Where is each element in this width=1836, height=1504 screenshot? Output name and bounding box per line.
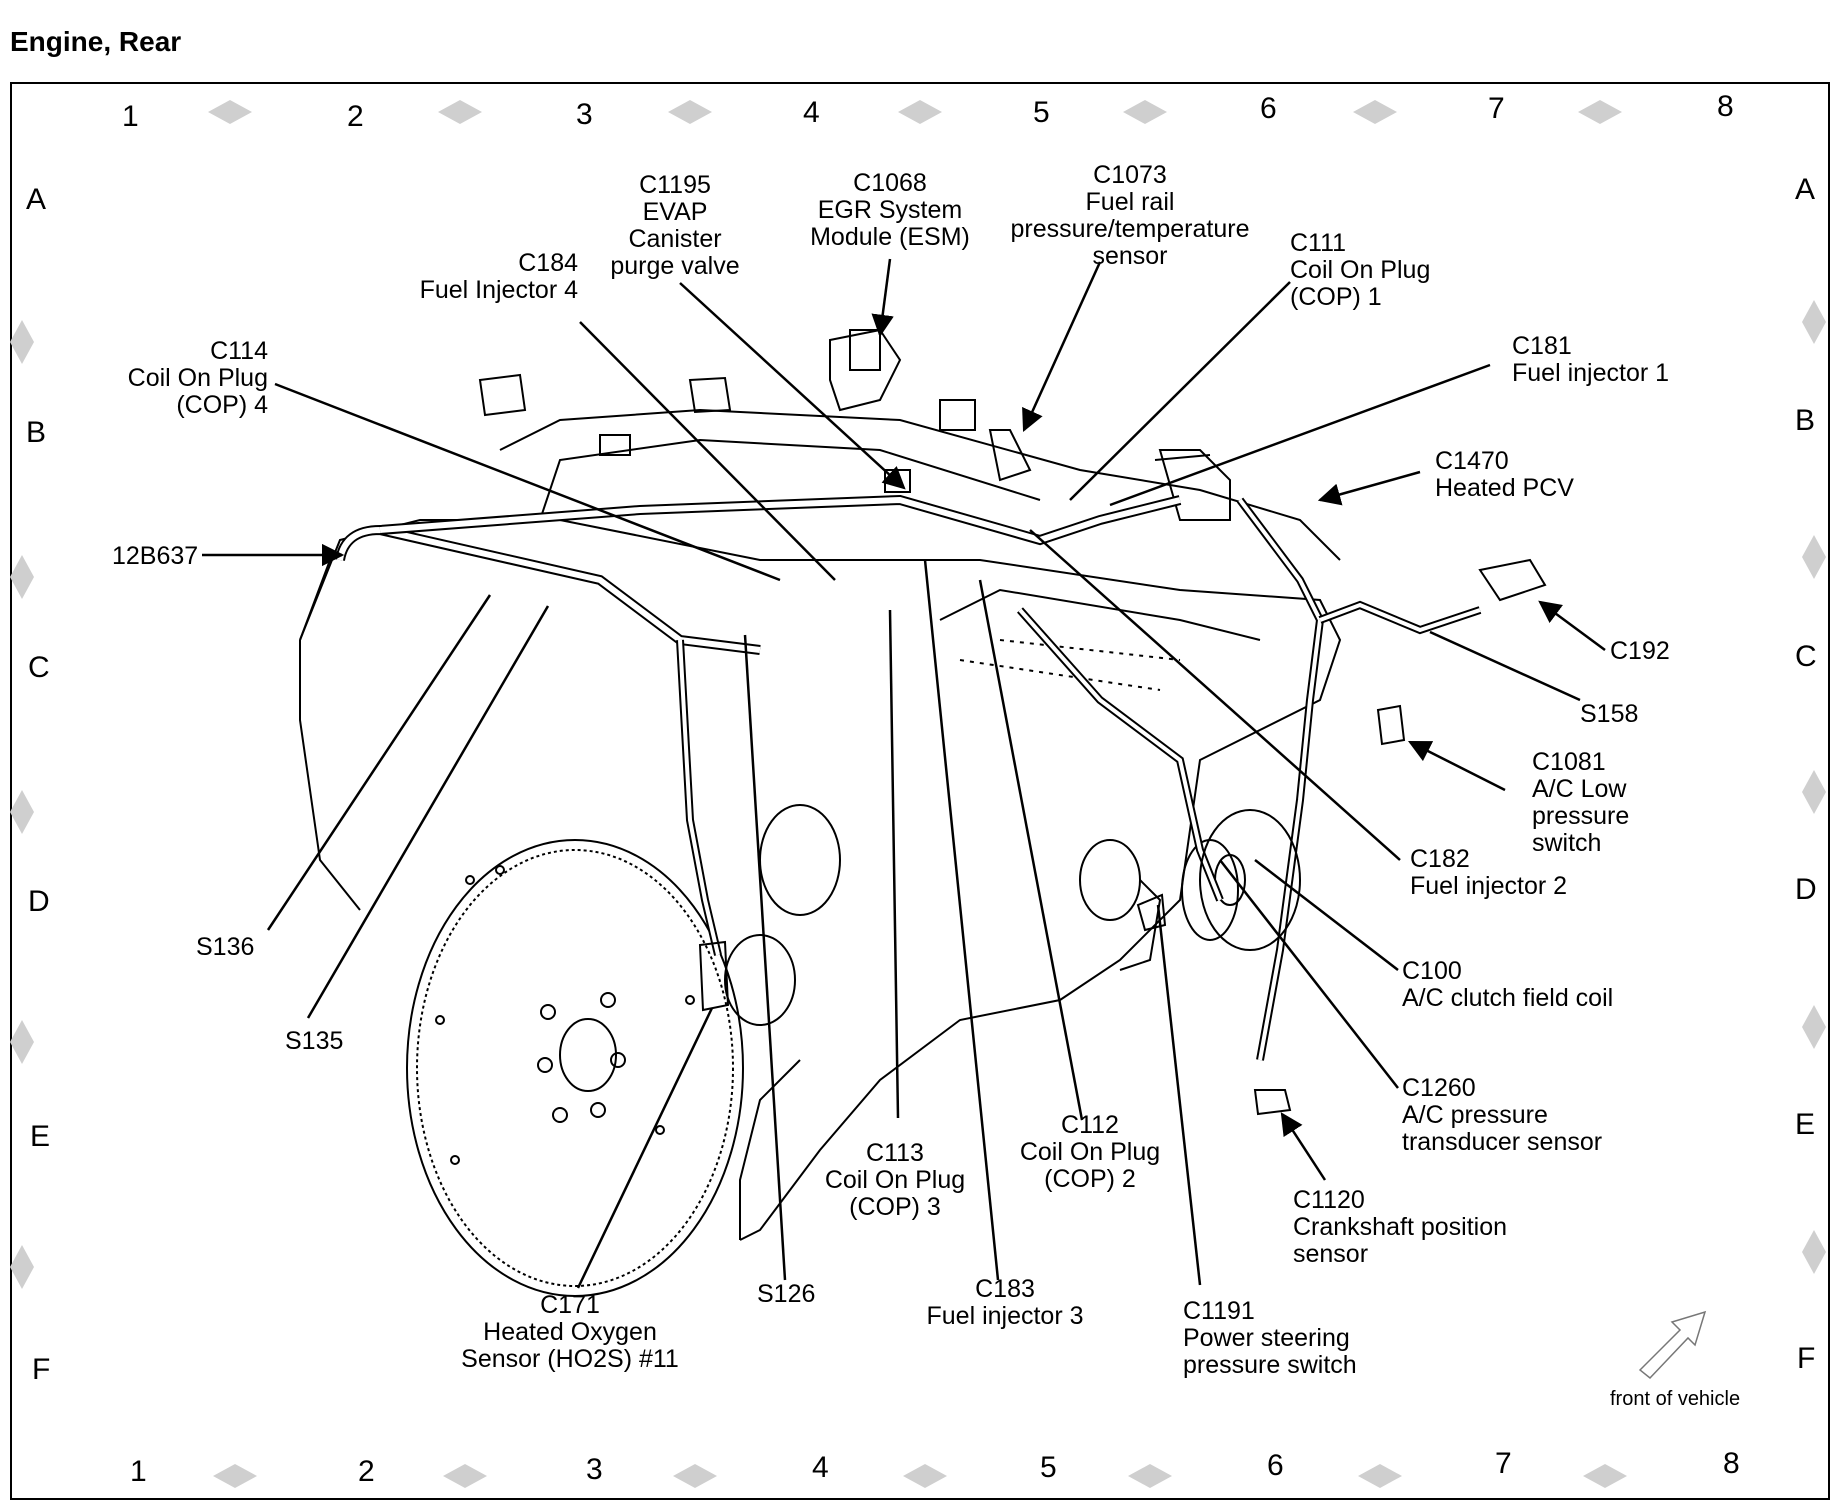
engine-illustration [299, 328, 1547, 1297]
grid-col-1-bottom: 1 [130, 1455, 147, 1488]
frame-grid-marks [10, 100, 1826, 1488]
label-s136: S136 [196, 933, 255, 961]
label-c1073: C1073 Fuel rail pressure/temperature sen… [1010, 161, 1250, 270]
page-title: Engine, Rear [10, 26, 182, 57]
label-c1470: C1470 Heated PCV [1435, 447, 1574, 502]
grid-row-e-left: E [30, 1120, 51, 1153]
grid-row-e-right: E [1795, 1108, 1816, 1141]
grid-col-7-bottom: 7 [1495, 1447, 1512, 1480]
front-of-vehicle-arrow-icon [1638, 1310, 1707, 1380]
grid-row-d-left: D [28, 885, 50, 918]
grid-row-b-left: B [26, 416, 47, 449]
label-c181: C181 Fuel injector 1 [1512, 332, 1670, 387]
grid-row-a-right: A [1795, 173, 1816, 206]
grid-col-2-bottom: 2 [358, 1455, 375, 1488]
label-c171: C171 Heated Oxygen Sensor (HO2S) #11 [461, 1291, 679, 1373]
grid-col-8-top: 8 [1717, 90, 1734, 123]
label-c183: C183 Fuel injector 3 [926, 1275, 1084, 1330]
label-c113: C113 Coil On Plug (COP) 3 [824, 1139, 966, 1221]
label-c184: C184 Fuel Injector 4 [419, 249, 578, 304]
grid-col-3-top: 3 [576, 98, 593, 131]
label-c1195: C1195 EVAP Canister purge valve [610, 171, 740, 280]
label-c111: C111 Coil On Plug (COP) 1 [1290, 229, 1431, 311]
grid-col-6-top: 6 [1260, 92, 1277, 125]
label-c100: C100 A/C clutch field coil [1402, 957, 1614, 1012]
leader-lines [202, 258, 1606, 1289]
label-c1068: C1068 EGR System Module (ESM) [810, 169, 970, 251]
grid-col-6-bottom: 6 [1267, 1449, 1284, 1482]
label-c192: C192 [1610, 637, 1670, 665]
label-c114: C114 Coil On Plug (COP) 4 [127, 337, 268, 419]
diagram-frame [10, 82, 1830, 1500]
front-of-vehicle-label: front of vehicle [1610, 1388, 1741, 1410]
grid-row-a-left: A [26, 183, 47, 216]
grid-col-2-top: 2 [347, 100, 364, 133]
label-c1260: C1260 A/C pressure transducer sensor [1402, 1074, 1603, 1156]
label-s135: S135 [285, 1027, 344, 1055]
label-c1120: C1120 Crankshaft position sensor [1293, 1186, 1508, 1268]
label-c1081: C1081 A/C Low pressure switch [1532, 748, 1630, 857]
grid-col-4-top: 4 [803, 96, 820, 129]
label-c182: C182 Fuel injector 2 [1410, 845, 1568, 900]
grid-row-b-right: B [1795, 404, 1816, 437]
flywheel-drawing [406, 839, 744, 1297]
grid-row-f-left: F [32, 1353, 51, 1386]
grid-col-3-bottom: 3 [586, 1453, 603, 1486]
grid-col-8-bottom: 8 [1723, 1447, 1740, 1480]
grid-row-c-left: C [28, 651, 50, 684]
grid-row-f-right: F [1797, 1342, 1816, 1375]
label-s126: S126 [757, 1280, 816, 1308]
grid-col-7-top: 7 [1488, 92, 1505, 125]
grid-col-5-top: 5 [1033, 96, 1050, 129]
grid-col-1-top: 1 [122, 100, 139, 133]
grid-row-c-right: C [1795, 640, 1817, 673]
grid-col-5-bottom: 5 [1040, 1451, 1057, 1484]
label-12b637: 12B637 [112, 542, 199, 570]
label-c1191: C1191 Power steering pressure switch [1183, 1297, 1357, 1379]
grid-row-d-right: D [1795, 873, 1817, 906]
label-s158: S158 [1580, 700, 1639, 728]
label-c112: C112 Coil On Plug (COP) 2 [1019, 1111, 1161, 1193]
grid-col-4-bottom: 4 [812, 1451, 829, 1484]
